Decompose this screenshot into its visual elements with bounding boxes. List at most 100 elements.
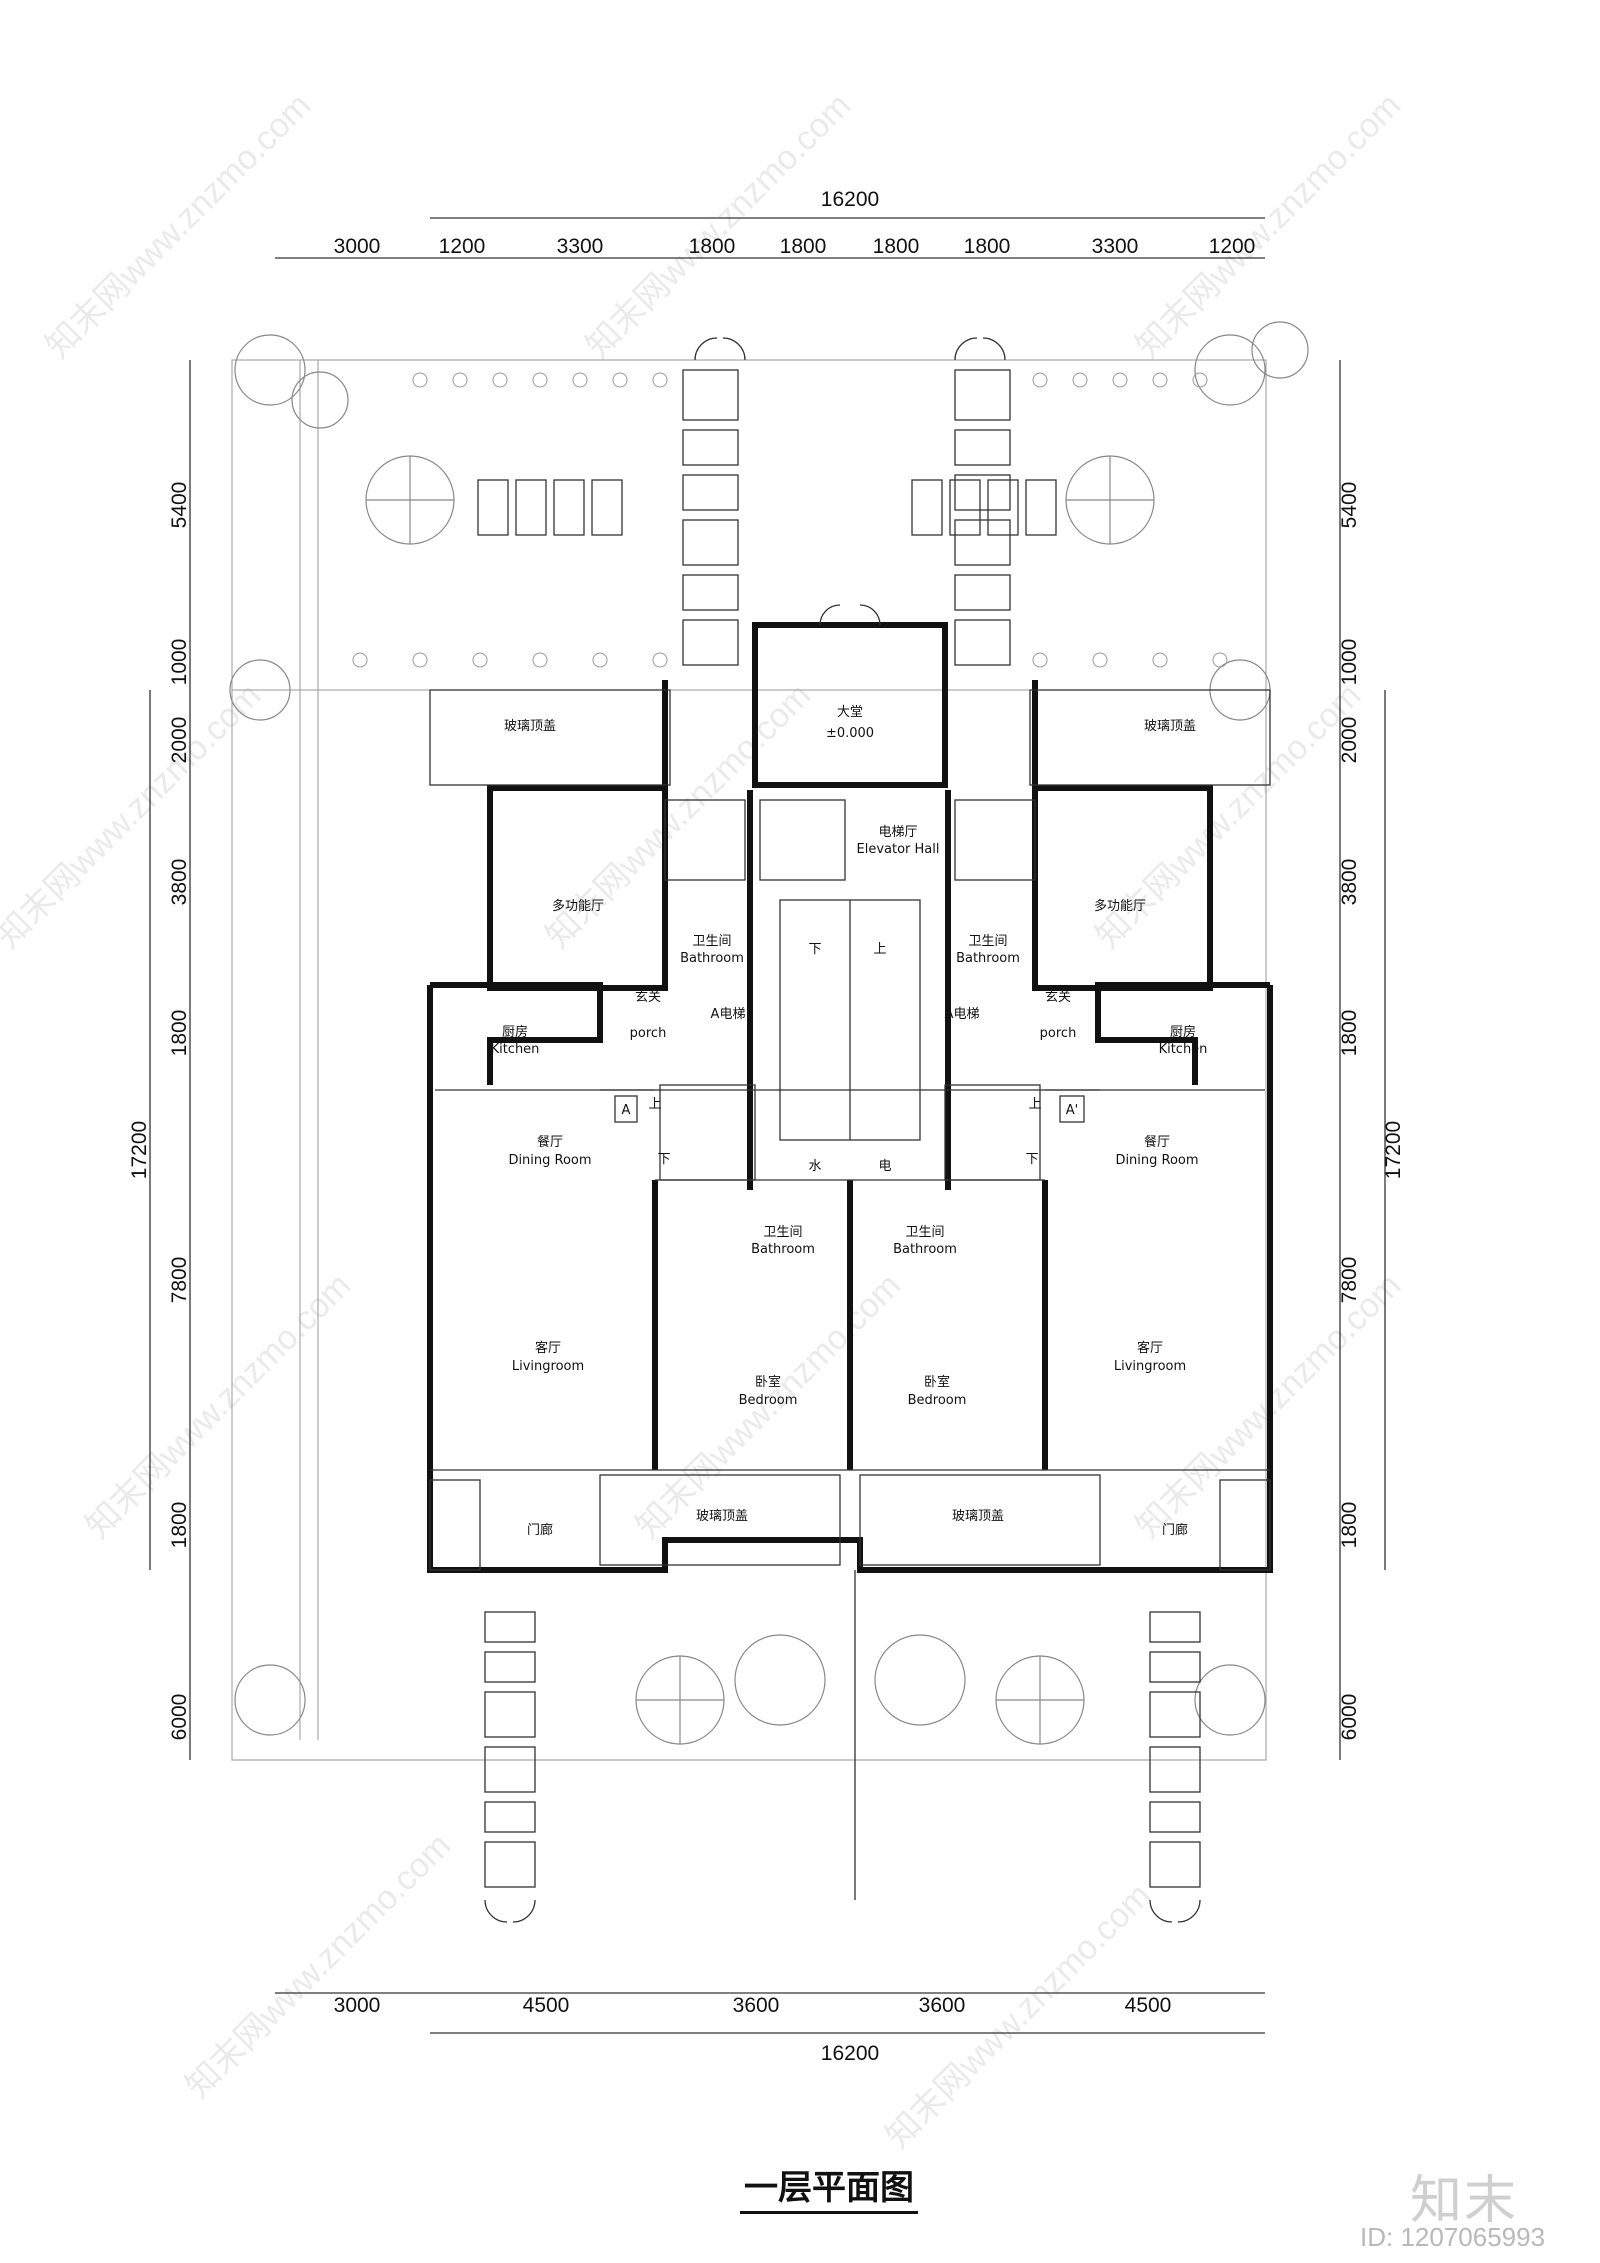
- dimension-lines: [149, 217, 1386, 2034]
- dim-side-seg: 1800: [168, 1502, 191, 1549]
- kitchen-label: 厨房: [1170, 1024, 1196, 1040]
- dining-label: 餐厅: [1144, 1134, 1170, 1150]
- glass-canopy-label: 玻璃顶盖: [504, 719, 556, 734]
- bathroom-label: Bathroom: [893, 1242, 957, 1257]
- multi-room-label: 多功能厅: [1094, 898, 1146, 914]
- dim-top-seg: 3000: [334, 235, 381, 258]
- dim-side-seg: 1800: [1338, 1502, 1361, 1549]
- watermark-layer: 知末网www.znzmo.com 知末网www.znzmo.com 知末网www…: [0, 86, 1408, 2155]
- elevator-shaft: [664, 799, 746, 881]
- portico-label: 门廊: [1162, 1522, 1188, 1538]
- bathroom-label: Bathroom: [956, 951, 1020, 966]
- drawing-title: 一层平面图: [740, 2160, 918, 2214]
- elevator-hall-label: Elevator Hall: [857, 842, 940, 857]
- lobby-level: ±0.000: [826, 726, 874, 741]
- tree-icon: [874, 1634, 966, 1726]
- dim-bottom-seg: 3600: [919, 1994, 966, 2017]
- watermark: 知末网www.znzmo.com: [579, 86, 858, 365]
- dim-top-seg: 3300: [1092, 235, 1139, 258]
- dim-bottom-seg: 4500: [523, 1994, 570, 2017]
- porch-label: 玄关: [635, 990, 661, 1005]
- dim-side-seg: 1000: [168, 639, 191, 686]
- porch-label: porch: [1040, 1026, 1077, 1041]
- id-tag: ID: 1207065993: [1360, 2222, 1546, 2252]
- dim-side-seg: 2000: [168, 717, 191, 764]
- dim-top-seg: 1800: [964, 235, 1011, 258]
- dim-side-seg: 5400: [168, 482, 191, 529]
- section-mark: A': [1066, 1103, 1078, 1118]
- stair-down-label: 下: [1025, 1152, 1038, 1167]
- living-label: Livingroom: [512, 1359, 584, 1374]
- tree-icon: [234, 1664, 306, 1736]
- dim-top-seg: 1800: [780, 235, 827, 258]
- glass-canopy-label: 玻璃顶盖: [696, 1509, 748, 1524]
- gate-door: [1149, 1899, 1201, 1923]
- bathroom-label: 卫生间: [763, 1225, 802, 1240]
- dim-side-seg: 1800: [168, 1010, 191, 1057]
- kitchen-label: Kitchen: [491, 1042, 540, 1057]
- wall: [487, 785, 668, 991]
- portico-frame: [1219, 1479, 1271, 1571]
- mark-box: [1059, 1095, 1085, 1123]
- glass-canopy-frame: [1029, 689, 1271, 786]
- wall: [1032, 785, 1213, 991]
- dim-top-seg: 1200: [1209, 235, 1256, 258]
- dining-label: Dining Room: [1115, 1153, 1198, 1168]
- watermark: 知末网www.znzmo.com: [79, 1266, 358, 1545]
- stair: [659, 1084, 756, 1181]
- wall: [752, 622, 948, 788]
- dim-side-total: 17200: [128, 1121, 151, 1179]
- porch-label: porch: [630, 1026, 667, 1041]
- dim-top-seg: 3300: [557, 235, 604, 258]
- bathroom-label: 卫生间: [692, 934, 731, 949]
- dim-bottom-total: 16200: [821, 2042, 879, 2065]
- multi-room-label: 多功能厅: [552, 898, 604, 914]
- site-boundary: [231, 359, 1267, 1761]
- dim-bottom-seg: 4500: [1125, 1994, 1172, 2017]
- watermark: 知末网www.znzmo.com: [39, 86, 318, 365]
- stair-up-label: 上: [648, 1097, 661, 1112]
- bedroom-label: Bedroom: [739, 1393, 798, 1408]
- dim-bottom-seg: 3600: [733, 1994, 780, 2017]
- tree-icon: [734, 1634, 826, 1726]
- dim-side-seg: 7800: [1338, 1257, 1361, 1304]
- bedroom-label: 卧室: [924, 1374, 950, 1390]
- gate-door: [484, 1899, 536, 1923]
- bathroom-label: Bathroom: [680, 951, 744, 966]
- elevator-shaft: [759, 799, 846, 881]
- glass-canopy-frame: [859, 1474, 1101, 1566]
- porch-label: 玄关: [1045, 990, 1071, 1005]
- dim-side-seg: 6000: [1338, 1694, 1361, 1741]
- stair-down-label: 下: [808, 942, 821, 957]
- dim-side-seg: 1000: [1338, 639, 1361, 686]
- dim-side-seg: 3800: [168, 859, 191, 906]
- water-label: 水: [808, 1159, 821, 1174]
- elevator-shaft: [954, 799, 1036, 881]
- watermark: 知末网www.znzmo.com: [1129, 86, 1408, 365]
- dim-side-seg: 5400: [1338, 482, 1361, 529]
- glass-canopy-label: 玻璃顶盖: [952, 1509, 1004, 1524]
- bedroom-label: 卧室: [755, 1374, 781, 1390]
- dim-top-seg: 1800: [873, 235, 920, 258]
- portico-frame: [429, 1479, 481, 1571]
- stair-up-label: 上: [1028, 1097, 1041, 1112]
- dim-side-seg: 1800: [1338, 1010, 1361, 1057]
- living-label: Livingroom: [1114, 1359, 1186, 1374]
- living-label: 客厅: [535, 1340, 561, 1356]
- tree-icon: [229, 659, 291, 721]
- glass-canopy-frame: [599, 1474, 841, 1566]
- hedge-dots: [352, 372, 1228, 668]
- dining-label: Dining Room: [508, 1153, 591, 1168]
- glass-canopy-label: 玻璃顶盖: [1144, 719, 1196, 734]
- dim-side-total: 17200: [1382, 1121, 1405, 1179]
- kitchen-label: Kitchen: [1159, 1042, 1208, 1057]
- dining-label: 餐厅: [537, 1134, 563, 1150]
- stair: [944, 1084, 1041, 1181]
- elevator-hall-label: 电梯厅: [878, 825, 917, 840]
- tree-icon: [1194, 1664, 1266, 1736]
- elevator-label: A电梯: [711, 1007, 746, 1022]
- brand-logo: 知末: [1410, 2171, 1519, 2231]
- dim-top-seg: 1800: [689, 235, 736, 258]
- dim-side-seg: 2000: [1338, 717, 1361, 764]
